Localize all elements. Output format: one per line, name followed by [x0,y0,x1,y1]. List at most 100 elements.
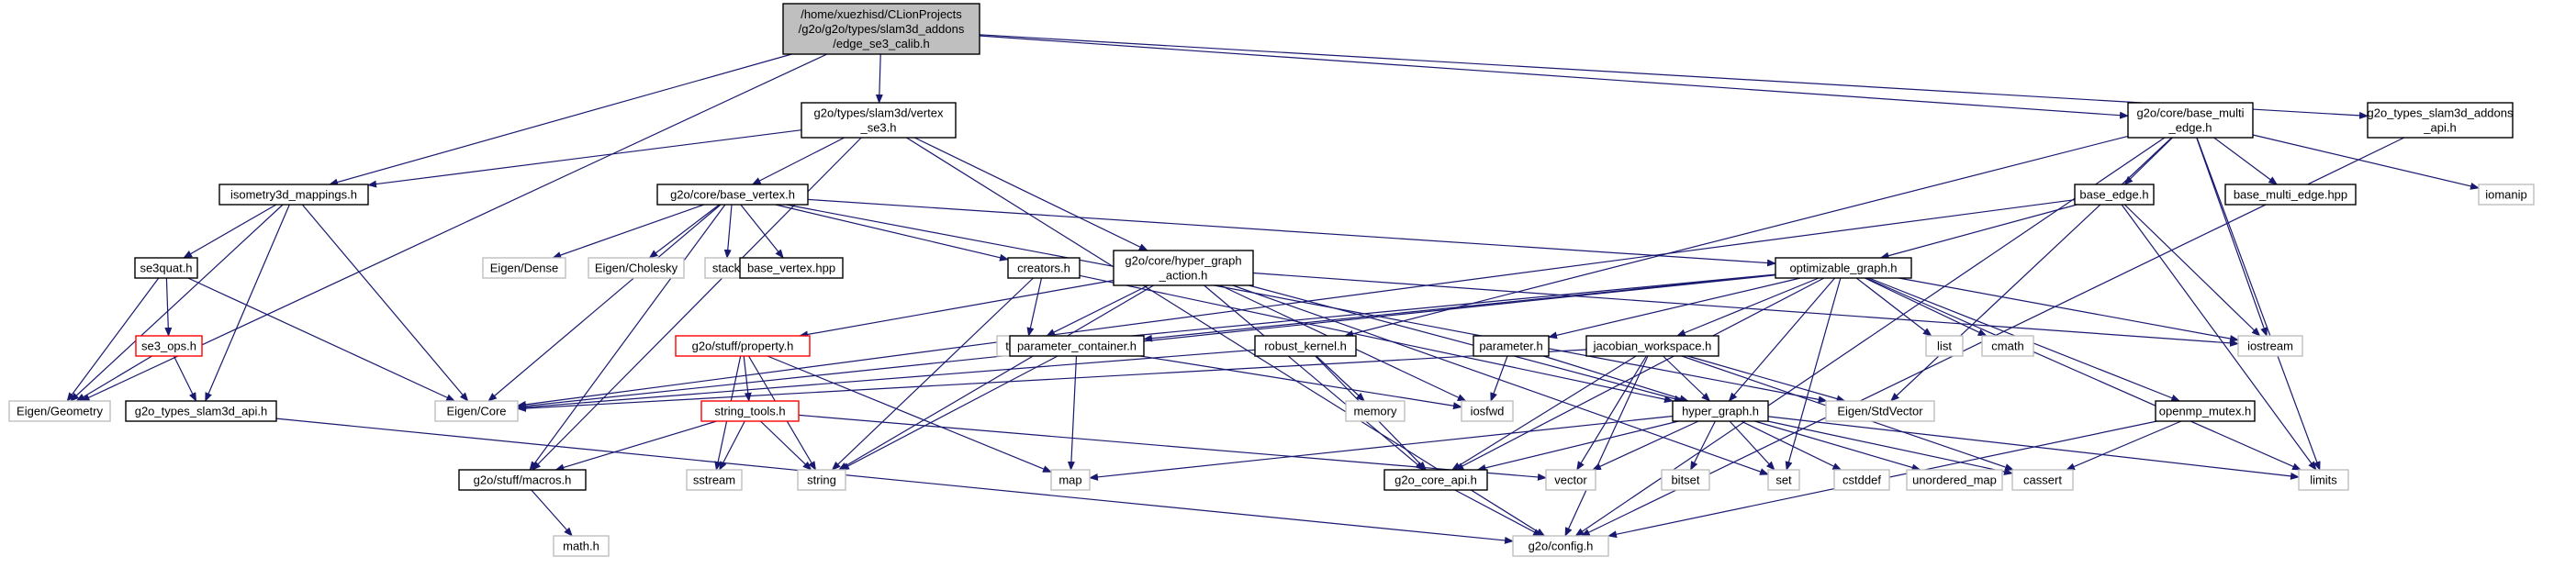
node-label-unordered_map: unordered_map [1912,473,1997,487]
node-box-jacobian_workspace [1585,335,1719,357]
edge-optimizable_graph-to-eigen_core [517,274,1776,410]
node-label-list: list [1937,340,1952,353]
node-base_vertex[interactable]: g2o/core/base_vertex.h [656,184,809,206]
node-label-string: string [807,473,836,487]
node-hyper_graph_action[interactable]: g2o/core/hyper_graph_action.h [1113,250,1254,286]
node-property[interactable]: g2o/stuff/property.h [675,335,811,357]
node-label-vertex_se3: _se3.h [859,121,896,135]
edge-optimizable_graph-to-jacobian_workspace [1675,277,1820,337]
edge-parameter-to-iosfwd [1490,355,1508,402]
edge-base_multi_edge-to-base_edge [2123,137,2173,185]
edge-base_vertex-to-eigen_stdvector [786,204,1828,404]
node-label-iosfwd: iosfwd [1471,405,1505,418]
node-string_tools[interactable]: string_tools.h [700,400,800,422]
node-label-memory: memory [1354,405,1397,418]
node-slam3d_addons_api[interactable]: g2o_types_slam3d_addons_api.h [2367,102,2514,139]
edge-hyper_graph-to-vector [1591,420,1699,471]
edge-string_tools-to-sstream [719,420,745,471]
node-base_multi_edge_hpp[interactable]: base_multi_edge.hpp [2224,184,2357,206]
node-optimizable_graph[interactable]: optimizable_graph.h [1775,257,1912,279]
edge-hyper_graph_action-to-string [837,284,1154,471]
node-label-hyper_graph: hyper_graph.h [1682,405,1759,418]
node-sstream: sstream [686,469,743,491]
edge-base_multi_edge-to-limits [2196,137,2321,471]
node-limits: limits [2298,469,2349,491]
node-string: string [797,469,846,491]
node-slam3d_api[interactable]: g2o_types_slam3d_api.h [125,400,277,422]
node-label-base_multi_edge_hpp: base_multi_edge.hpp [2234,188,2347,202]
node-box-memory [1345,400,1406,422]
node-cmath: cmath [1981,335,2034,357]
edge-parameter_container-to-iosfwd [1140,355,1462,410]
edge-robust_kernel-to-eigen_core [517,349,1256,411]
node-base_vertex_hpp[interactable]: base_vertex.hpp [739,257,844,279]
node-box-unordered_map [1906,469,2003,491]
edge-string_tools-to-string [759,420,812,471]
edge-creators-to-hyper_graph [1079,274,1674,404]
edge-property-to-string_tools [743,355,752,402]
edge-se3quat-to-eigen_core [187,277,456,402]
edge-hyper_graph-to-cassert [1767,420,2013,475]
node-openmp_mutex[interactable]: openmp_mutex.h [2155,400,2256,422]
node-label-eigen_stdvector: Eigen/StdVector [1837,405,1923,418]
edge-optimizable_graph-to-set [1785,277,1842,471]
edge-creators-to-typeinfo [1026,277,1043,337]
node-creators[interactable]: creators.h [1007,257,1081,279]
edge-hyper_graph_action-to-typeinfo [1046,284,1149,337]
node-macros[interactable]: g2o/stuff/macros.h [458,469,587,491]
node-isometry3d_mappings[interactable]: isometry3d_mappings.h [218,184,369,206]
node-box-base_multi_edge_hpp [2224,184,2357,206]
edge-base_vertex-to-creators [775,204,1009,262]
node-label-limits: limits [2310,473,2337,487]
node-label-slam3d_api: g2o_types_slam3d_api.h [135,405,268,418]
node-memory: memory [1345,400,1406,422]
edge-base_multi_edge-to-iomanip [2252,134,2480,190]
edges-layer [66,34,2480,544]
node-hyper_graph[interactable]: hyper_graph.h [1672,400,1769,422]
node-box-property [675,335,811,357]
node-se3_ops[interactable]: se3_ops.h [135,335,203,357]
edge-hyper_graph-to-unordered_map [1754,420,1921,472]
node-box-math [553,535,610,557]
edge-robust_kernel-to-memory [1316,355,1365,402]
node-iomanip: iomanip [2478,184,2535,206]
node-iosfwd: iosfwd [1461,400,1514,422]
node-list: list [1925,335,1964,357]
node-box-iostream [2237,335,2303,357]
node-box-root [782,3,980,55]
edge-base_vertex-to-eigen_cholesky [648,204,720,259]
node-robust_kernel[interactable]: robust_kernel.h [1254,335,1357,357]
node-label-creators: creators.h [1017,262,1070,275]
node-box-cstddef [1833,469,1890,491]
edge-base_multi_edge-to-robust_kernel [1344,135,2129,338]
edge-base_multi_edge-to-eigen_stdvector [1889,137,2173,402]
edge-hyper_graph_action-to-hyper_graph [1249,284,1684,403]
node-label-parameter_container: parameter_container.h [1017,340,1137,353]
node-eigen_core: Eigen/Core [434,400,519,422]
edge-hyper_graph-to-core_api [1476,420,1679,472]
node-parameter_container[interactable]: parameter_container.h [1009,335,1145,357]
node-box-map [1050,469,1091,491]
node-box-cmath [1981,335,2034,357]
node-box-eigen_dense [482,257,566,279]
node-vertex_se3[interactable]: g2o/types/slam3d/vertex_se3.h [801,102,957,139]
node-parameter[interactable]: parameter.h [1473,335,1550,357]
node-box-base_edge [2074,184,2155,206]
node-box-config [1512,535,1609,557]
node-jacobian_workspace[interactable]: jacobian_workspace.h [1585,335,1719,357]
node-stack: stack [704,257,748,279]
node-base_multi_edge[interactable]: g2o/core/base_multi_edge.h [2127,102,2254,139]
edge-base_vertex-to-eigen_core [487,204,722,402]
node-box-eigen_cholesky [588,257,685,279]
node-label-set: set [1775,473,1792,487]
node-base_edge[interactable]: base_edge.h [2074,184,2155,206]
node-label-optimizable_graph: optimizable_graph.h [1789,262,1897,275]
edge-isometry3d_mappings-to-slam3d_api [205,204,290,402]
node-root[interactable]: /home/xuezhisd/CLionProjects/g2o/g2o/typ… [782,3,980,55]
node-core_api[interactable]: g2o_core_api.h [1383,469,1488,491]
node-label-hyper_graph_action: _action.h [1159,269,1208,283]
node-se3quat[interactable]: se3quat.h [134,257,198,279]
node-label-root: /home/xuezhisd/CLionProjects [801,7,962,21]
node-map: map [1050,469,1091,491]
